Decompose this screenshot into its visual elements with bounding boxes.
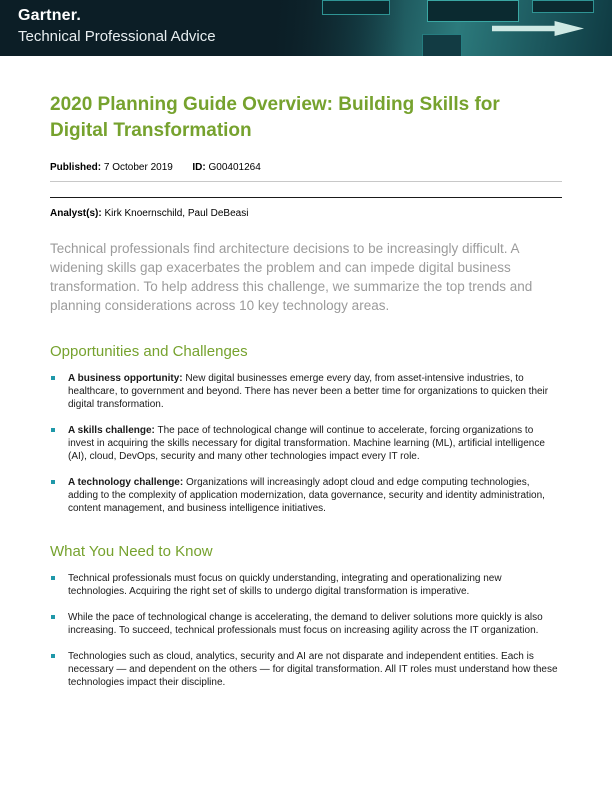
published-value: 7 October 2019 [103, 162, 173, 173]
published-row: Published: 7 October 2019 ID: G00401264 [50, 162, 562, 173]
masthead: Gartner. Technical Professional Advice [0, 0, 612, 56]
list-item: Technologies such as cloud, analytics, s… [50, 650, 562, 689]
list-item: A technology challenge: Organizations wi… [50, 476, 562, 515]
published-label: Published: [50, 162, 102, 173]
list-item: Technical professionals must focus on qu… [50, 572, 562, 598]
bullet-body: Organizations will increasingly adopt cl… [68, 477, 545, 514]
circuit-block-decoration [422, 34, 462, 56]
circuit-block-decoration [322, 0, 390, 15]
list-item: A skills challenge: The pace of technolo… [50, 424, 562, 463]
masthead-artwork [267, 0, 612, 56]
doc-id-label: ID: [192, 162, 206, 173]
bullet-square-icon [51, 654, 55, 658]
analysts-row: Analyst(s): Kirk Knoernschild, Paul DeBe… [50, 208, 562, 219]
list-item: While the pace of technological change i… [50, 611, 562, 637]
section-heading-what-you-need-to-know: What You Need to Know [50, 543, 213, 560]
masthead-subtitle: Technical Professional Advice [18, 28, 216, 45]
masthead-text: Gartner. Technical Professional Advice [18, 7, 216, 45]
bullet-text: Technologies such as cloud, analytics, s… [68, 650, 562, 689]
summary-paragraph: Technical professionals find architectur… [50, 241, 533, 313]
analysts-label: Analyst(s): [50, 208, 102, 219]
divider-light [50, 181, 562, 182]
document-body: 2020 Planning Guide Overview: Building S… [0, 92, 612, 689]
circuit-block-decoration [532, 0, 594, 13]
bullet-lead: A business opportunity: [68, 373, 183, 384]
bullet-lead: A skills challenge: [68, 425, 155, 436]
bullet-square-icon [51, 480, 55, 484]
section-heading-opportunities: Opportunities and Challenges [50, 343, 248, 360]
gartner-logo: Gartner. [18, 7, 81, 24]
bullet-text: Technical professionals must focus on qu… [68, 572, 562, 598]
bullet-text: A business opportunity: New digital busi… [68, 372, 562, 411]
bullet-square-icon [51, 428, 55, 432]
bullet-square-icon [51, 615, 55, 619]
analysts-value: Kirk Knoernschild, Paul DeBeasi [104, 208, 249, 219]
bullet-body: While the pace of technological change i… [68, 612, 543, 636]
bullet-lead: A technology challenge: [68, 477, 184, 488]
list-item: A business opportunity: New digital busi… [50, 372, 562, 411]
bullet-text: While the pace of technological change i… [68, 611, 562, 637]
bullet-text: A skills challenge: The pace of technolo… [68, 424, 562, 463]
bullet-body: New digital businesses emerge every day,… [68, 373, 549, 410]
circuit-block-decoration [427, 0, 519, 22]
bullet-square-icon [51, 576, 55, 580]
bullet-square-icon [51, 376, 55, 380]
bullet-text: A technology challenge: Organizations wi… [68, 476, 562, 515]
page-title: 2020 Planning Guide Overview: Building S… [50, 94, 500, 141]
bullet-list-opportunities: A business opportunity: New digital busi… [50, 372, 562, 515]
bullet-body: Technologies such as cloud, analytics, s… [68, 651, 558, 688]
divider-dark [50, 197, 562, 198]
doc-id-value: G00401264 [208, 162, 261, 173]
bullet-body: The pace of technological change will co… [68, 425, 545, 462]
arrow-right-icon [492, 21, 584, 36]
bullet-body: Technical professionals must focus on qu… [68, 573, 502, 597]
bullet-list-what-you-need-to-know: Technical professionals must focus on qu… [50, 572, 562, 689]
